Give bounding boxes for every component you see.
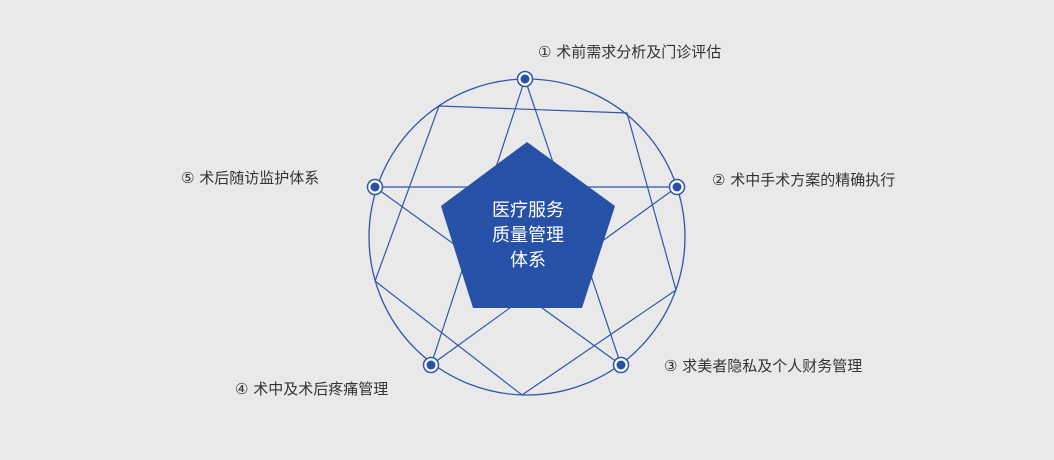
center-pentagon <box>441 142 615 308</box>
inner-pentagon-outline <box>374 105 677 396</box>
node-5 <box>366 178 384 196</box>
node-2 <box>668 178 686 196</box>
step-4-label: ④ 术中及术后疼痛管理 <box>235 380 389 398</box>
center-title-line-2: 质量管理 <box>492 225 564 246</box>
center-title-line-3: 体系 <box>510 250 546 271</box>
center-title-line-1: 医疗服务 <box>492 200 564 221</box>
center-title: 医疗服务 质量管理 体系 <box>448 198 608 273</box>
node-3 <box>612 356 630 374</box>
step-3-label: ③ 求美者隐私及个人财务管理 <box>664 357 863 375</box>
step-1-label: ① 术前需求分析及门诊评估 <box>538 43 722 61</box>
node-1 <box>516 70 534 88</box>
step-5-label: ⑤ 术后随访监护体系 <box>181 169 320 187</box>
step-2-label: ② 术中手术方案的精确执行 <box>712 171 896 189</box>
node-4 <box>422 356 440 374</box>
